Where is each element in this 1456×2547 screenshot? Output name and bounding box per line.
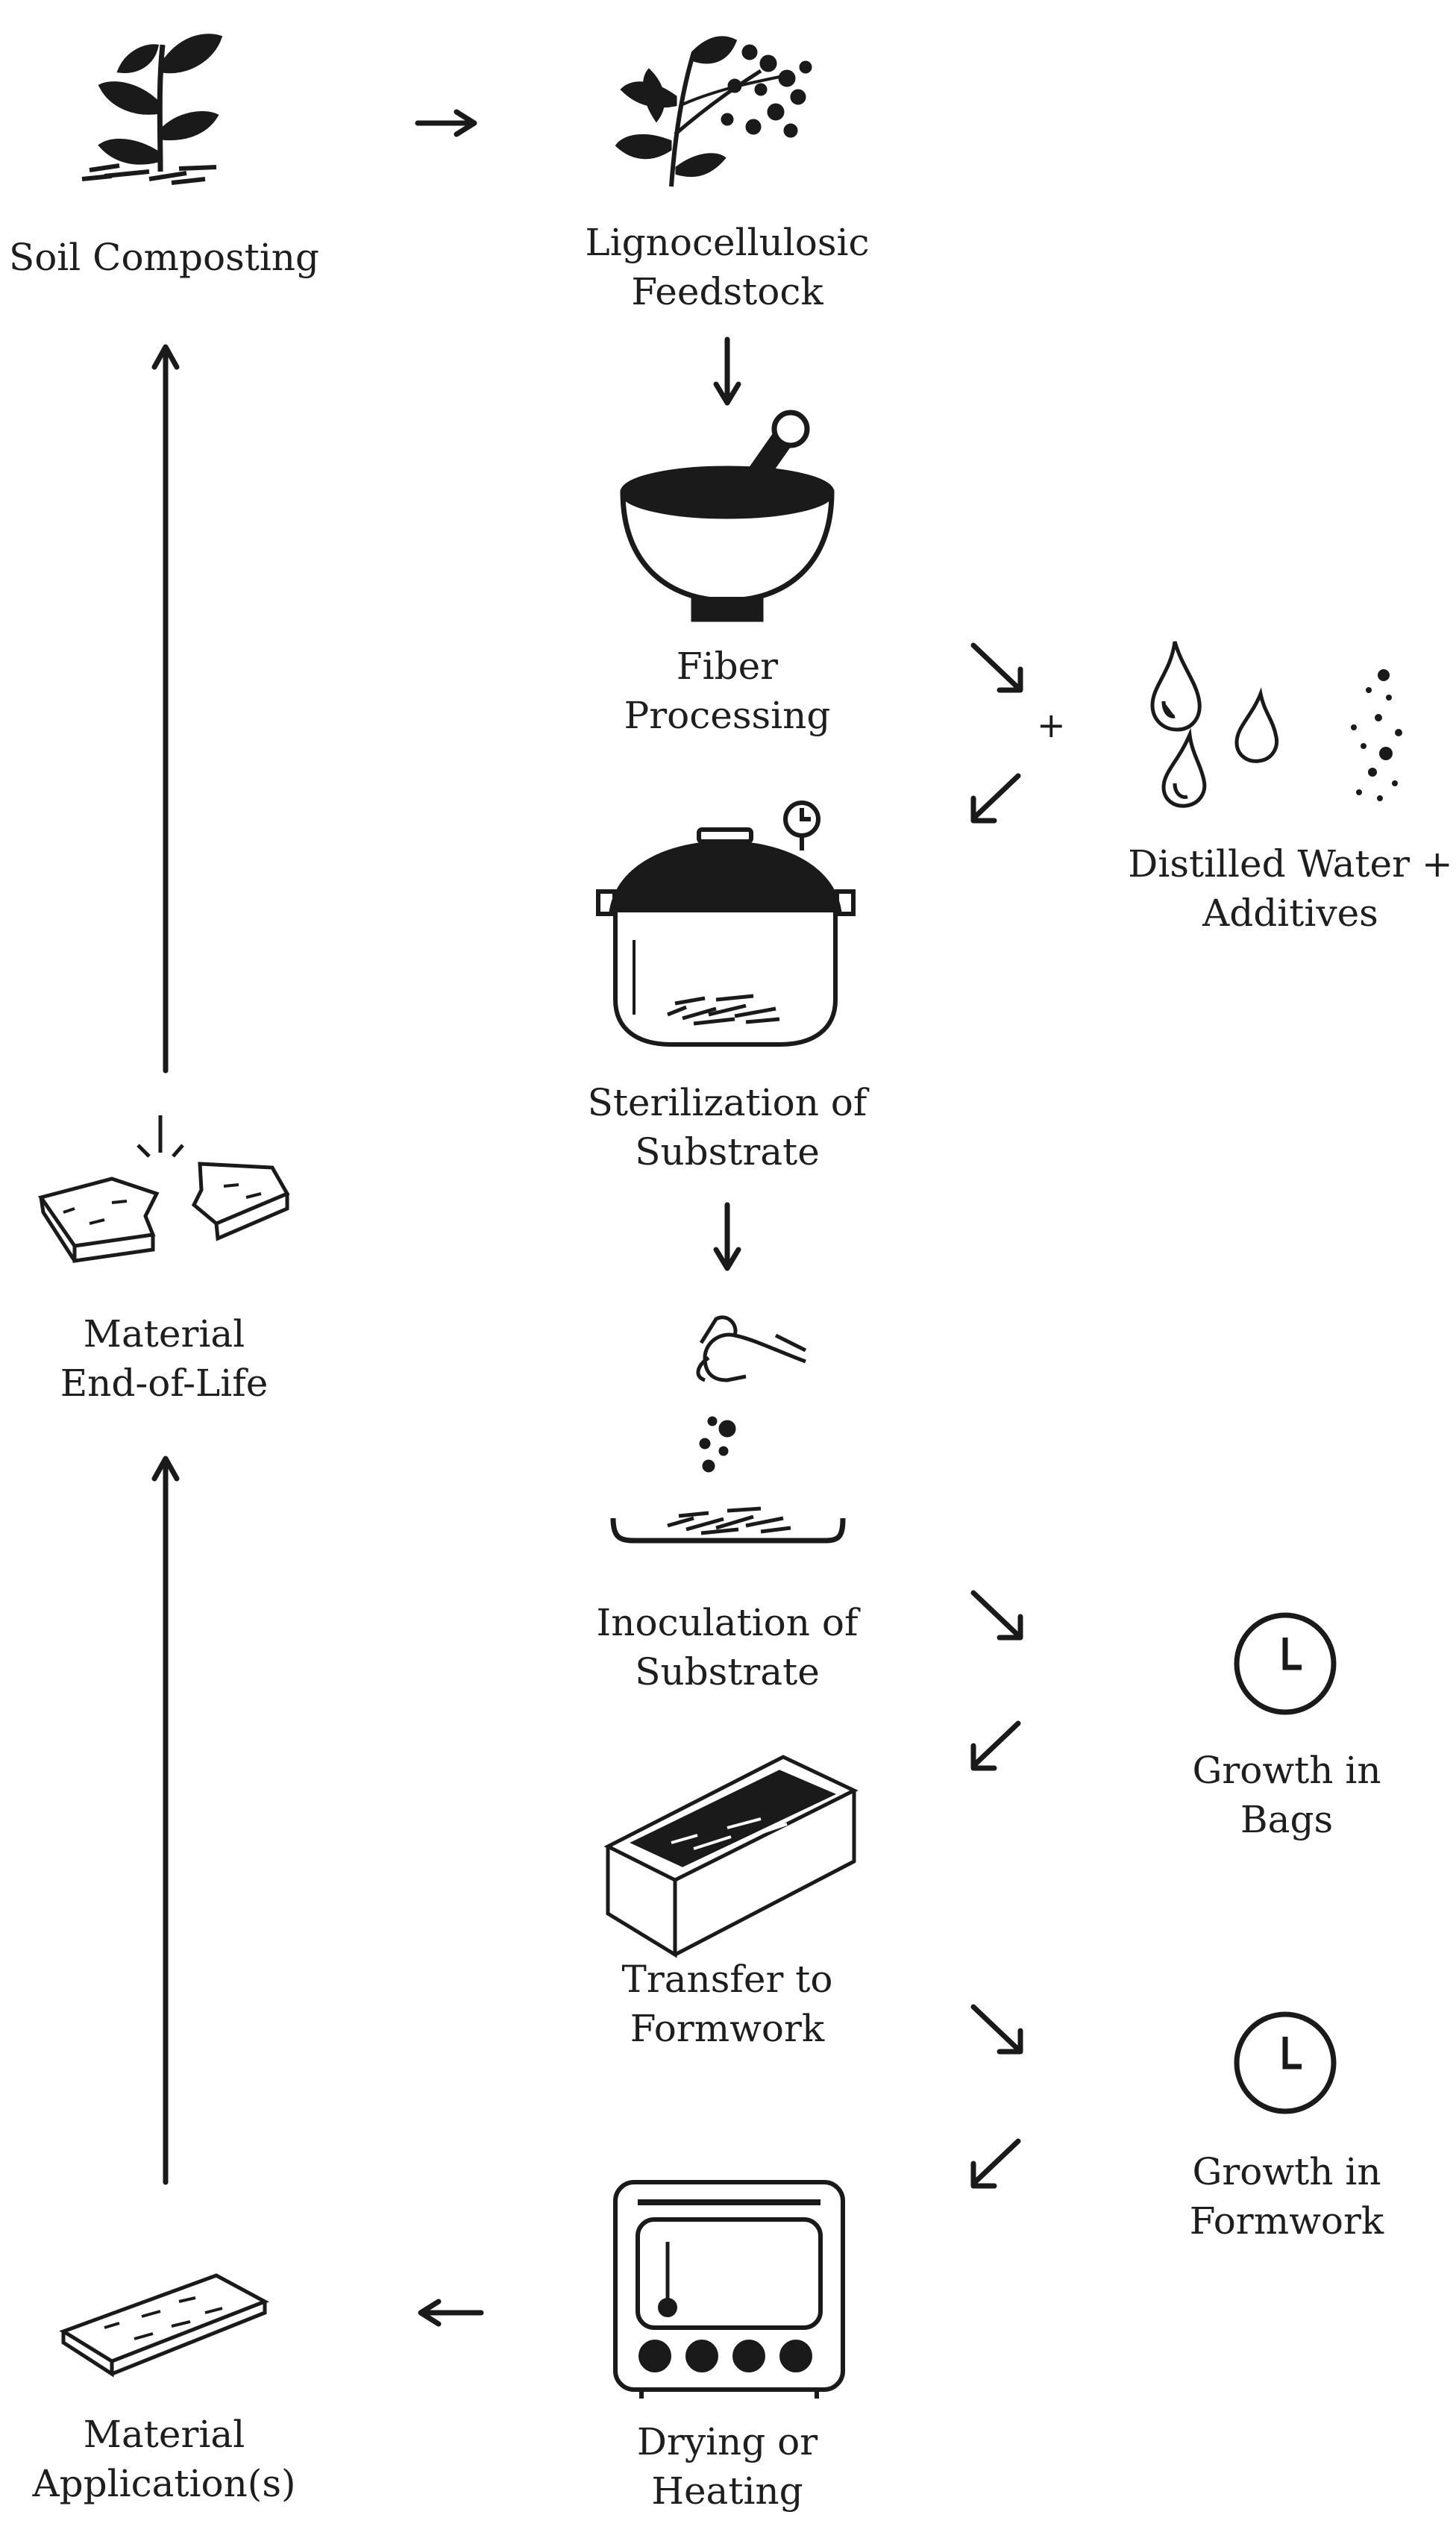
arrow-drying-to-application [418, 2299, 484, 2327]
label-feedstock-line1: Lignocellulosic [585, 221, 870, 264]
arrow-transfer-to-formwork-growth [970, 2004, 1023, 2055]
mortar-pestle-icon [620, 410, 835, 622]
material-slab-icon [59, 2273, 269, 2378]
arrow-feedstock-to-fiber [713, 336, 741, 406]
label-feedstock-line2: Feedstock [631, 270, 823, 313]
broken-slab-icon [37, 1115, 290, 1263]
arrow-bags-to-transfer [970, 1720, 1021, 1771]
label-fiber-processing: Fiber Processing [578, 642, 876, 740]
label-endlife-line2: End-of-Life [60, 1362, 269, 1405]
arrow-application-to-endlife [151, 1456, 180, 2185]
label-fiber-line1: Fiber [676, 645, 779, 688]
label-steril-line1: Sterilization of [587, 1081, 867, 1124]
label-soil-composting-text: Soil Composting [8, 236, 320, 279]
label-endlife-line1: Material [83, 1312, 245, 1356]
label-transfer-line2: Formwork [630, 2007, 825, 2050]
plus-sign: + [1037, 705, 1066, 745]
label-inoc-line2: Substrate [635, 1650, 820, 1694]
label-lignocellulosic-feedstock: Lignocellulosic Feedstock [556, 218, 899, 316]
label-app-line2: Application(s) [32, 2462, 296, 2505]
label-inoculation-substrate: Inoculation of Substrate [548, 1598, 906, 1697]
arrow-endlife-to-soil [151, 344, 180, 1074]
label-transfer-line1: Transfer to [621, 1958, 833, 2001]
label-drying-line1: Drying or [636, 2420, 818, 2463]
clock-icon [1234, 2011, 1337, 2114]
label-drying-or-heating: Drying or Heating [578, 2417, 876, 2516]
label-formwork-line1: Growth in [1192, 2150, 1381, 2193]
label-fiber-line2: Processing [624, 694, 831, 737]
additive-particles-icon [1351, 669, 1402, 801]
clock-icon [1234, 1612, 1337, 1715]
label-bags-line2: Bags [1240, 1798, 1334, 1841]
plant-sprout-icon [81, 34, 223, 185]
label-material-end-of-life: Material End-of-Life [15, 1309, 313, 1408]
label-steril-line2: Substrate [635, 1130, 820, 1174]
label-app-line1: Material [83, 2413, 245, 2456]
water-drops-icon [1150, 641, 1279, 808]
arrow-sterilization-to-inoculation [713, 1202, 741, 1271]
label-sterilization-substrate: Sterilization of Substrate [548, 1078, 906, 1177]
label-material-applications: Material Application(s) [7, 2410, 321, 2508]
hand-sprinkle-icon [696, 1315, 807, 1473]
arrow-soil-to-feedstock [415, 109, 477, 137]
label-soil-composting: Soil Composting [0, 233, 328, 282]
label-transfer-to-formwork: Transfer to Formwork [578, 1955, 876, 2053]
arrow-inoculation-to-bags [970, 1590, 1023, 1641]
label-bags-line1: Growth in [1192, 1749, 1381, 1792]
pressure-cooker-icon [596, 801, 856, 1047]
label-growth-in-bags: Growth in Bags [1141, 1746, 1432, 1844]
arrow-additives-to-sterilization [970, 773, 1021, 824]
label-water-line1: Distilled Water + [1128, 842, 1453, 886]
formwork-box-icon [603, 1755, 859, 1958]
substrate-tray-icon [610, 1506, 846, 1544]
label-formwork-line2: Formwork [1189, 2199, 1384, 2243]
arrow-formwork-growth-to-drying [970, 2138, 1021, 2189]
label-distilled-water-additives: Distilled Water + Additives [1093, 839, 1456, 938]
plant-branches-icon [615, 36, 812, 187]
label-water-line2: Additives [1202, 892, 1378, 935]
label-drying-line2: Heating [651, 2469, 803, 2513]
label-inoc-line1: Inoculation of [596, 1601, 859, 1644]
label-growth-in-formwork: Growth in Formwork [1141, 2147, 1432, 2246]
oven-icon [613, 2180, 845, 2399]
arrow-fiber-to-additives [970, 642, 1023, 693]
